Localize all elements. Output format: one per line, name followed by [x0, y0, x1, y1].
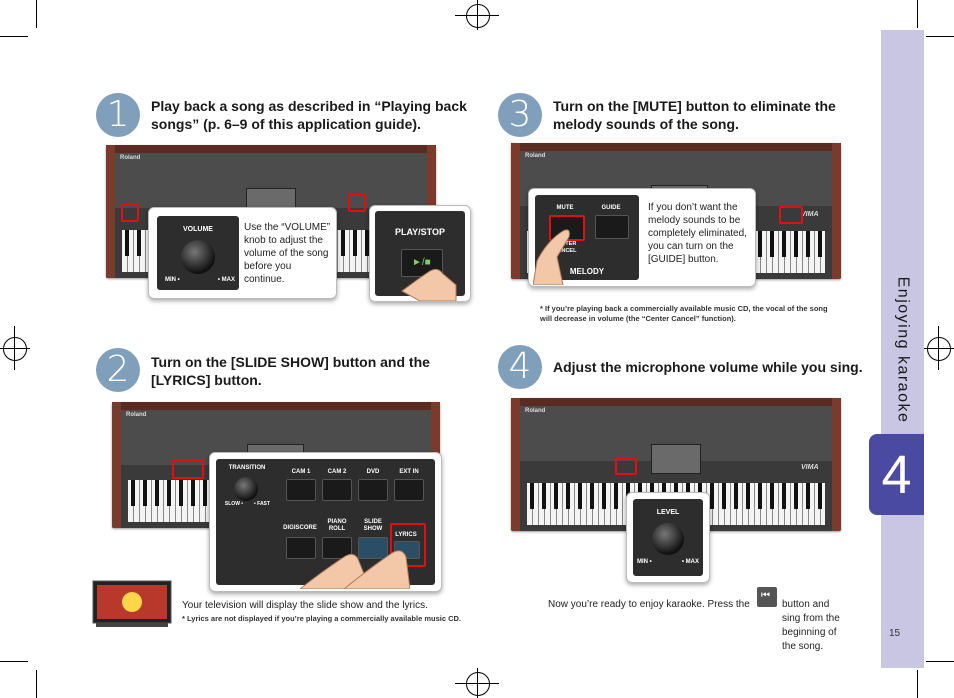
- step-2-heading: Turn on the [SLIDE SHOW] button and the …: [151, 354, 430, 388]
- step-2-body: Your television will display the slide s…: [182, 600, 428, 611]
- mute-callout: MUTE GUIDE CENTER CANCEL MELODY If you d…: [528, 188, 756, 287]
- volume-panel: VOLUME MIN • • MAX: [157, 216, 239, 290]
- digiscore-button[interactable]: [286, 537, 316, 559]
- volume-knob[interactable]: [181, 240, 215, 274]
- pointing-hand-icon: [533, 229, 570, 285]
- chapter-title: Enjoying karaoke: [894, 276, 912, 424]
- television-icon: [92, 580, 172, 627]
- step-1-number: 1: [96, 93, 140, 137]
- transition-knob[interactable]: [234, 477, 258, 501]
- mic-level-knob[interactable]: [652, 523, 684, 555]
- mic-level-callout: LEVEL MIN • • MAX: [626, 492, 710, 583]
- step-4-heading: Adjust the microphone volume while you s…: [553, 359, 863, 375]
- guide-button[interactable]: [595, 215, 629, 239]
- step-3-heading: Turn on the [MUTE] button to eliminate t…: [553, 98, 836, 132]
- mic-level-highlight: [615, 457, 637, 475]
- step-2-number: 2: [96, 348, 140, 392]
- play-icon: ►/■: [412, 257, 431, 268]
- play-stop-callout: PLAY/STOP ►/■: [369, 205, 471, 302]
- step-4-body-cont: button and sing from the beginning of th…: [782, 599, 840, 652]
- volume-knob-highlight: [121, 204, 139, 222]
- chapter-sidebar: [881, 30, 924, 668]
- cam2-button[interactable]: [322, 479, 352, 501]
- skip-back-button[interactable]: ⏮: [757, 587, 777, 607]
- mute-highlight: [779, 206, 803, 224]
- dvd-button[interactable]: [358, 479, 388, 501]
- step-2-note: * Lyrics are not displayed if you’re pla…: [182, 614, 461, 623]
- slide-show-callout: TRANSITION SLOW • • FAST CAM 1 CAM 2 DVD…: [209, 452, 442, 592]
- skip-back-icon: ⏮: [761, 590, 770, 601]
- volume-callout: VOLUME MIN • • MAX Use the “VOLUME” knob…: [148, 207, 337, 299]
- step-1-heading: Play back a song as described in “Playin…: [151, 98, 467, 132]
- piano-roll-button[interactable]: [322, 537, 352, 559]
- step-3-note: * If you’re playing back a commercially …: [540, 304, 828, 323]
- pointing-hand-icon: [401, 268, 457, 301]
- chapter-number-tab: 4: [869, 434, 924, 515]
- play-stop-highlight: [348, 194, 366, 212]
- cam1-button[interactable]: [286, 479, 316, 501]
- mic-level-panel: LEVEL MIN • • MAX: [633, 499, 703, 576]
- slide-show-button[interactable]: [358, 537, 388, 559]
- step-3-number: 3: [498, 93, 542, 137]
- slide-show-highlight: [172, 459, 204, 479]
- step-4-number: 4: [498, 345, 542, 389]
- step-4-body: Now you’re ready to enjoy karaoke. Press…: [548, 599, 750, 610]
- ext-in-button[interactable]: [394, 479, 424, 501]
- volume-callout-text: Use the “VOLUME” knob to adjust the volu…: [244, 222, 331, 285]
- guide-callout-text: If you don’t want the melody sounds to b…: [648, 202, 747, 265]
- page-number: 15: [889, 628, 901, 639]
- pointing-hands-icon: [300, 550, 410, 589]
- lyrics-highlight: [390, 523, 426, 567]
